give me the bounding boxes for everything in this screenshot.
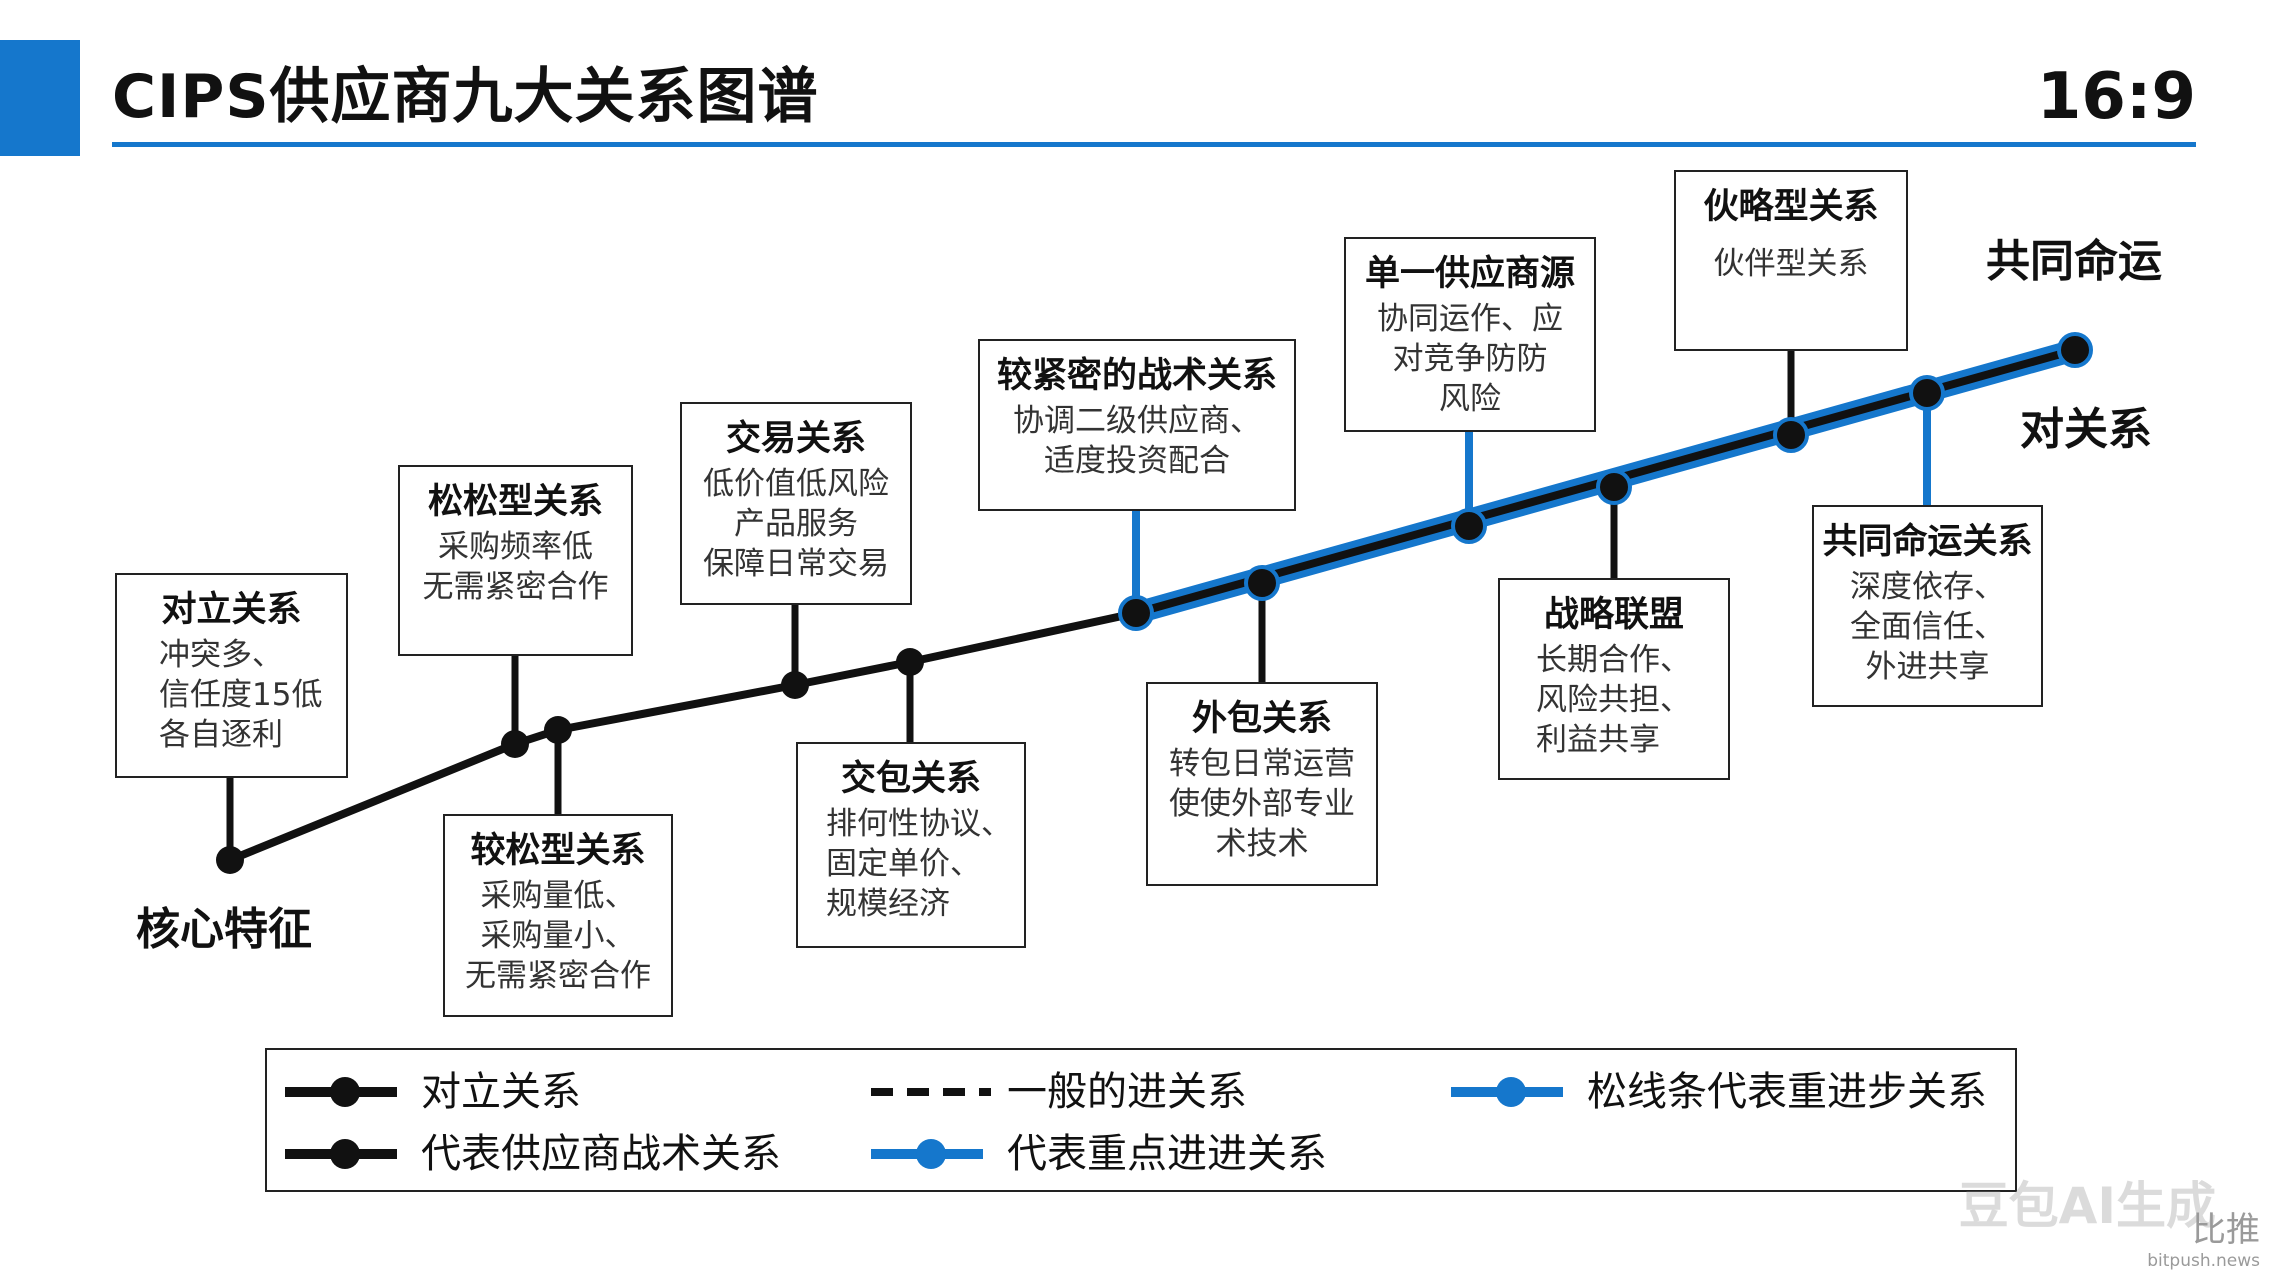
box-single-source: 单一供应商源 协同运作、应 对竞争防防 风险 [1344,237,1596,432]
node-dot [1596,469,1632,505]
node-dot [781,671,809,699]
node-dot [896,648,924,676]
node-dot [1909,375,1945,411]
legend-swatch-blue-solid [1451,1077,1563,1107]
box-contract: 交包关系 排何性协议、 固定单价、 规模经济 [796,742,1026,948]
header-accent-block [0,40,80,156]
box-shared-destiny: 共同命运关系 深度依存、 全面信任、 外进共享 [1812,505,2043,707]
legend: 对立关系 一般的进关系 松线条代表重进步关系 代表供应商战术关系 代表重点进进关… [265,1048,2017,1192]
label-shared-destiny: 共同命运 [1986,236,2162,287]
node-dot [544,716,572,744]
box-outsourcing: 外包关系 转包日常运营 使使外部专业 术技术 [1146,682,1378,886]
box-opposition: 对立关系 冲突多、 信任度15低 各自逐利 [115,573,348,778]
node-dot [501,730,529,758]
node-dot [1118,595,1154,631]
box-strategic-alliance: 战略联盟 长期合作、 风险共担、 利益共享 [1498,578,1730,780]
aspect-ratio-label: 16:9 [2036,60,2196,134]
box-tactical: 较紧密的战术关系 协调二级供应商、 适度投资配合 [978,339,1296,511]
box-transaction: 交易关系 低价值低风险 产品服务 保障日常交易 [680,402,912,605]
legend-swatch-blue-solid [871,1139,983,1169]
node-dot [216,846,244,874]
legend-swatch-black-solid [285,1077,397,1107]
legend-swatch-black-solid [285,1139,397,1169]
node-dot [1244,565,1280,601]
node-dot [1451,508,1487,544]
node-dot [1773,417,1809,453]
label-pair-relation: 对关系 [2020,404,2152,455]
box-loose-type: 松松型关系 采购频率低 无需紧密合作 [398,465,633,656]
header-rule [112,142,2196,147]
watermark-ai-generated: 豆包AI生成 [1958,1177,2216,1235]
legend-swatch-black-dashed [871,1088,991,1096]
watermark-brand: 比推 bitpush.news [2147,1210,2260,1271]
label-core-feature: 核心特征 [136,904,312,955]
box-looser-type: 较松型关系 采购量低、 采购量小、 无需紧密合作 [443,814,673,1017]
page-title: CIPS供应商九大关系图谱 [112,62,819,132]
node-dot [2057,332,2093,368]
box-partnership: 伙略型关系 伙伴型关系 [1674,170,1908,351]
